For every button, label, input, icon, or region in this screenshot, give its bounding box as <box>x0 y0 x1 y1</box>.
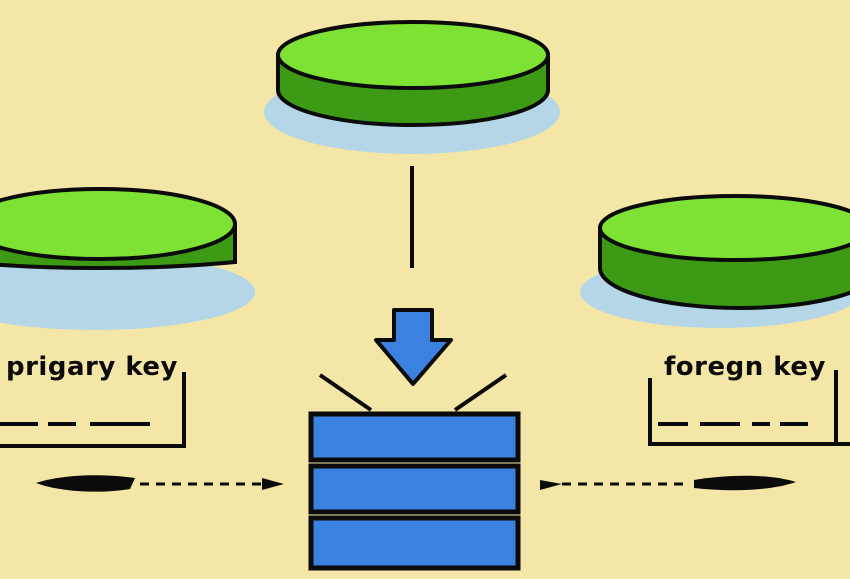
right-arrow-icon <box>540 475 796 491</box>
primary-key-box <box>0 372 186 448</box>
foreign-key-label: foregn key <box>664 352 826 382</box>
server-stack-icon <box>308 411 521 571</box>
primary-key-label: prigary key <box>6 352 178 382</box>
left-arrow-icon <box>36 475 284 492</box>
top-database-disk-icon <box>264 20 560 154</box>
right-tick-line <box>453 373 508 412</box>
left-database-disk-icon <box>0 187 255 330</box>
right-database-disk-icon <box>580 194 850 328</box>
down-arrow-icon <box>374 308 453 386</box>
foreign-key-box <box>648 370 850 446</box>
left-tick-line <box>318 373 373 412</box>
